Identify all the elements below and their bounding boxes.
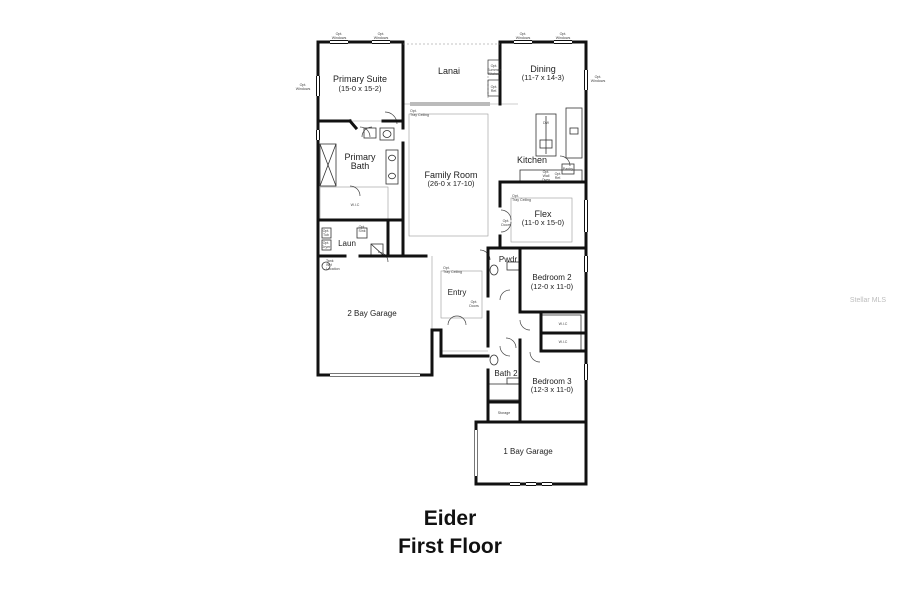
plan-title: Eider [423, 507, 477, 530]
note-opt-dryer: Opt. [323, 241, 330, 245]
flex-label: Flex [534, 209, 552, 219]
note-opt-windows-2: Windows [591, 79, 606, 83]
note-opt-summer-kitchen-2: Summer [487, 68, 501, 72]
note-opt-wall-oven-2: Wall [543, 174, 550, 178]
note-opt-windows: Opt. [560, 32, 567, 36]
note-opt-windows-2: Windows [516, 36, 531, 40]
note-opt-tub: Opt. [323, 229, 330, 233]
shower [319, 143, 337, 187]
room-labels: Primary Suite (15-0 x 15-2) Lanai Dining… [333, 64, 574, 456]
note-opt-wall-oven-3: Oven [542, 178, 551, 182]
bedroom3-dims: (12-3 x 11-0) [531, 385, 574, 394]
note-opt-doors-entry: Opt. [471, 300, 478, 304]
pantry-door [561, 163, 575, 175]
family-room-label: Family Room [424, 170, 477, 180]
note-opt-dryer-2: Dryer [322, 245, 332, 249]
garage2-label: 2 Bay Garage [347, 309, 397, 318]
note-opt-ref-kitchen: Opt. [555, 172, 562, 176]
note-dw: DW [543, 121, 550, 125]
washer [321, 227, 332, 239]
vanity [385, 149, 399, 185]
primary-suite-dims: (15-0 x 15-2) [339, 84, 382, 93]
note-wic-primary: W.I.C [351, 203, 360, 207]
note-opt-doors-flex: Opt. [503, 219, 510, 223]
note-opt-windows: Opt. [520, 32, 527, 36]
notes: Opt. Windows Opt. Windows Opt. Windows O… [296, 32, 606, 344]
bath-fixtures [319, 127, 582, 401]
laundry-label: Laun [338, 239, 356, 248]
note-opt-tray-entry-2: Tray Ceiling [443, 270, 462, 274]
bedroom2-label: Bedroom 2 [532, 273, 572, 282]
note-wic-b2: W.I.C [559, 322, 568, 326]
door-swings [349, 111, 571, 363]
kitchen-label: Kitchen [517, 155, 547, 165]
note-opt-sink: Opt. [359, 225, 366, 229]
plan-subtitle: First Floor [398, 535, 502, 558]
note-opt-summer-kitchen-3: Kitchen [488, 72, 500, 76]
family-tray-ceiling [408, 113, 489, 237]
dryer [321, 239, 332, 251]
note-pantry: Pantry [563, 167, 574, 171]
note-tank-location-2: WH [326, 263, 332, 267]
sink [356, 227, 368, 239]
family-room-dims: (26-0 x 17-10) [427, 179, 475, 188]
note-opt-windows: Opt. [378, 32, 385, 36]
note-opt-windows-2: Windows [556, 36, 571, 40]
bath2-tub [488, 383, 520, 401]
walls [316, 40, 588, 486]
garage-doors [330, 102, 490, 476]
windows [316, 40, 588, 486]
note-opt-summer-kitchen: Opt. [491, 64, 498, 68]
note-opt-sink-2: Sink [359, 229, 366, 233]
powder-toilet-icon [489, 264, 499, 276]
note-opt-ref-kitchen-2: Ref. [555, 176, 562, 180]
note-opt-tub-2: Tub [323, 233, 329, 237]
entry-tray-ceiling [440, 270, 483, 319]
lanai-label: Lanai [438, 66, 460, 76]
note-opt-tray-ceiling-flex: Opt. [512, 194, 519, 198]
note-opt-tray-entry: Opt. [443, 266, 450, 270]
flex-dims: (11-0 x 15-0) [522, 218, 565, 227]
note-opt-wall-oven: Opt. [543, 170, 550, 174]
note-opt-windows: Opt. [595, 75, 602, 79]
dining-dims: (11-7 x 14-3) [522, 73, 565, 82]
kitchen-island [535, 113, 557, 157]
dining-label: Dining [530, 64, 556, 74]
watermark: Stellar MLS [850, 297, 887, 304]
note-opt-tray-ceiling-2: Tray Ceiling [410, 113, 429, 117]
note-opt-doors-flex-2: Doors [501, 223, 511, 227]
note-opt-windows: Opt. [336, 32, 343, 36]
note-opt-windows-2: Windows [374, 36, 389, 40]
note-wic-b3: W.I.C [559, 340, 568, 344]
primary-suite-label: Primary Suite [333, 74, 387, 84]
bedroom2-dims: (12-0 x 11-0) [531, 282, 574, 291]
note-opt-doors-entry-2: Doors [469, 304, 479, 308]
note-tank-location-3: Location [326, 267, 340, 271]
primary-bath-label-2: Bath [351, 161, 370, 171]
primary-bath-label: Primary [345, 152, 376, 162]
storage-label: Storage [498, 411, 511, 415]
bath2-toilet-icon [489, 354, 499, 366]
bath2-label: Bath 2 [494, 369, 518, 378]
note-opt-windows: Opt. [300, 83, 307, 87]
kitchen-back-counter [519, 169, 583, 183]
note-opt-ref: Opt. [491, 85, 498, 89]
garage1-label: 1 Bay Garage [503, 447, 553, 456]
note-opt-windows-2: Windows [332, 36, 347, 40]
note-opt-ref-2: Ref. [491, 89, 498, 93]
note-opt-tray-ceiling-flex-2: Tray Ceiling [512, 198, 531, 202]
powder-label: Pwdr [499, 255, 518, 264]
kitchen-counter [565, 107, 583, 159]
toilet-icon [382, 130, 392, 138]
entry-label: Entry [448, 288, 467, 297]
kitchen-casework [519, 107, 583, 183]
bedroom3-label: Bedroom 3 [532, 377, 572, 386]
note-opt-tray-ceiling: Opt. [410, 109, 417, 113]
lanai-kitchen [487, 59, 500, 97]
note-tank-location: Tank [326, 259, 334, 263]
water-heater-tank-icon [321, 261, 331, 271]
note-opt-windows-2: Windows [296, 87, 311, 91]
